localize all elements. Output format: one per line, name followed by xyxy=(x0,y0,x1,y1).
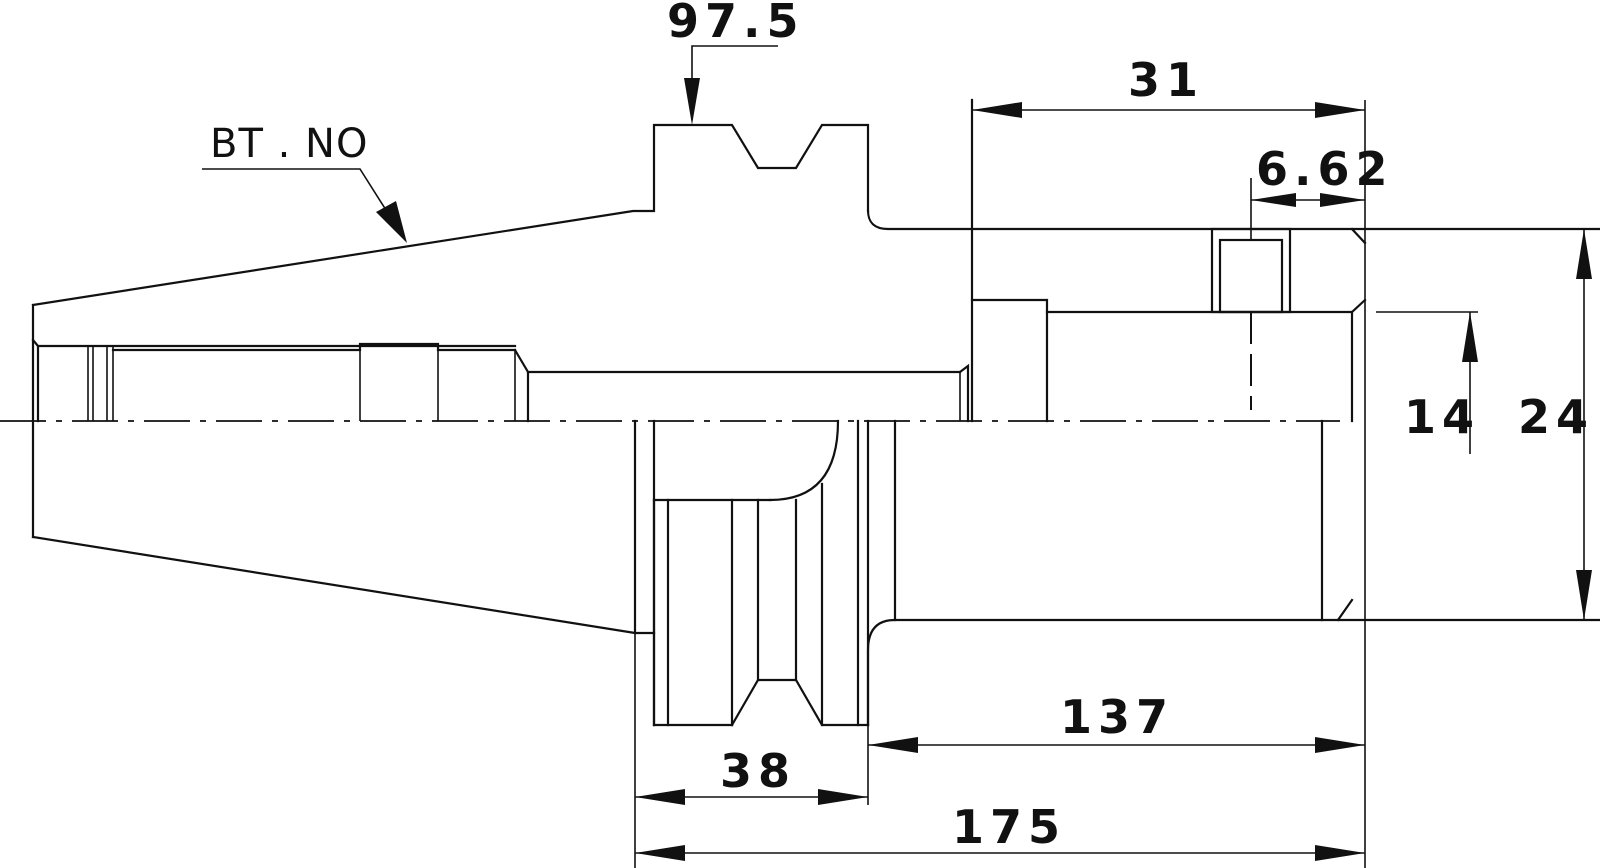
flange-lower xyxy=(633,419,1600,727)
dim-24: 24 xyxy=(1518,390,1594,444)
bore-upper xyxy=(970,98,1367,423)
dim-38: 38 xyxy=(720,744,796,798)
dim-14: 14 xyxy=(1404,390,1480,444)
dim-137: 137 xyxy=(1060,690,1174,744)
dim-97-5: 97.5 xyxy=(667,0,805,48)
dimension-lines xyxy=(202,45,1592,868)
dim-175: 175 xyxy=(952,800,1066,854)
pull-stud xyxy=(31,338,970,423)
taper-label: BT . NO xyxy=(210,121,368,167)
dim-6-62: 6.62 xyxy=(1256,142,1394,196)
dim-31: 31 xyxy=(1128,53,1204,107)
